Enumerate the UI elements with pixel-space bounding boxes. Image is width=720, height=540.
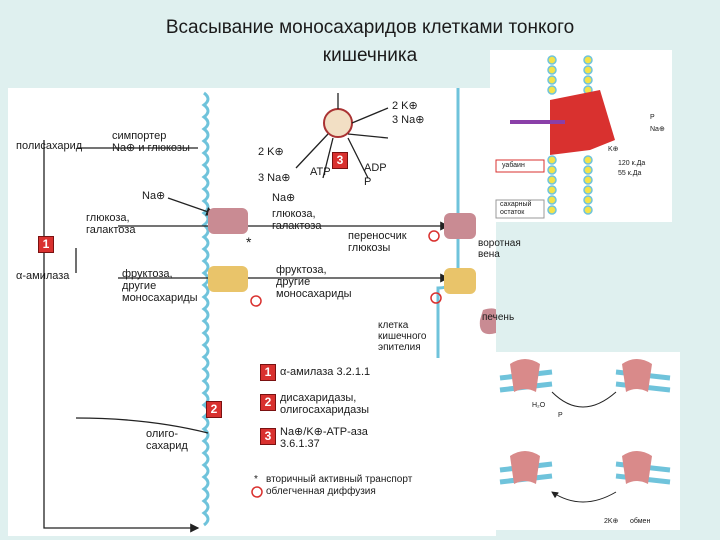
glucose-carrier: [444, 213, 476, 239]
legend-star-text: вторичный активный транспорт: [266, 474, 413, 485]
title-line-2: кишечника: [322, 45, 418, 66]
legend-circle-text: облегченная диффузия: [266, 486, 376, 497]
inset-top-na: Na⊕: [650, 126, 665, 133]
liver-shape: [479, 308, 496, 335]
symporter-carrier: [208, 208, 248, 234]
label-fructose-left: фруктоза, другие моносахариды: [122, 268, 198, 304]
legend-star-symbol: *: [254, 474, 258, 485]
brush-border: [201, 91, 210, 527]
inset-top-ubain: уабаин: [502, 162, 525, 169]
sugar-residue-box: [495, 199, 545, 219]
label-star: *: [246, 234, 252, 250]
inset-bottom-p: P: [558, 412, 563, 419]
legend-box-3: 3: [260, 428, 276, 445]
inset-top-k: K⊕: [608, 146, 619, 153]
legend-text-1: α-амилаза 3.2.1.1: [280, 366, 371, 378]
inset-bottom-k2: 2K⊕: [604, 518, 619, 525]
box-3: 3: [332, 152, 348, 169]
diffusion-circle-3: [430, 292, 442, 304]
inset-top-kda120: 120 к.Да: [618, 160, 646, 167]
legend-text-3: Na⊕/K⊕-АТР-аза 3.6.1.37: [280, 426, 368, 450]
box-1: 1: [38, 236, 54, 253]
ubain-box: [495, 159, 545, 173]
label-na-right: Na⊕: [272, 192, 296, 204]
label-na-left: Na⊕: [142, 190, 166, 202]
legend-box-2: 2: [260, 394, 276, 411]
inset-top-graphics: [495, 55, 615, 219]
inhibitor-bar: [510, 120, 565, 124]
label-portal-vein: воротная вена: [478, 238, 521, 260]
fructose-carrier-apical: [208, 266, 248, 292]
label-adp: ADP: [364, 162, 387, 174]
legend-text-2: дисахаридазы, олигосахаридазы: [280, 392, 370, 416]
inset-top-kda55: 55 к.Да: [618, 170, 642, 177]
label-polysaccharide: полисахарид: [16, 140, 83, 152]
label-liver: печень: [482, 312, 515, 323]
title-line-1: Всасывание моносахаридов клетками тонког…: [165, 17, 575, 38]
slide-title: Всасывание моносахаридов клетками тонког…: [60, 14, 680, 70]
diffusion-circle-1: [428, 230, 440, 242]
label-glucose-carrier: переносчик глюкозы: [348, 230, 407, 254]
label-na3-mid: 3 Na⊕: [258, 172, 291, 184]
legend-box-1: 1: [260, 364, 276, 381]
label-oligosaccharide: олиго- сахарид: [146, 428, 188, 452]
label-alpha-amylase: α-амилаза: [16, 270, 70, 282]
inset-top-p: P: [650, 114, 655, 121]
inset-top-sugar-residue: сахарный остаток: [500, 201, 532, 216]
label-k2-top: 2 K⊕: [392, 100, 418, 112]
diagram-graphics: [43, 88, 496, 533]
inset-bottom-exchange: обмен: [630, 518, 651, 525]
inset-top: K⊕ Na⊕ P 120 к.Да 55 к.Да уабаин сахарны…: [490, 50, 672, 222]
label-symporter: симпортер Na⊕ и глюкозы: [112, 130, 190, 154]
box-2: 2: [206, 401, 222, 418]
label-p: P: [364, 176, 372, 188]
label-na3-top: 3 Na⊕: [392, 114, 425, 126]
label-k2-mid: 2 K⊕: [258, 146, 284, 158]
label-cell: клетка кишечного эпителия: [378, 320, 427, 353]
inset-bottom-graphics: [499, 359, 671, 503]
inset-bottom-h2o: H₂O: [532, 402, 546, 409]
label-fructose-right: фруктоза, другие моносахариды: [276, 264, 352, 300]
inset-bottom: H₂O P 2K⊕ обмен: [492, 352, 680, 530]
fructose-carrier-basal: [444, 268, 476, 294]
label-glucose-galactose-right: глюкоза, галактоза: [272, 208, 322, 232]
legend-circle: [251, 486, 263, 498]
atpase-pump: [323, 108, 353, 138]
diffusion-circle-2: [250, 295, 262, 307]
label-glucose-galactose-left: глюкоза, галактоза: [86, 212, 136, 236]
main-diagram: полисахарид симпортер Na⊕ и глюкозы Na⊕ …: [8, 88, 521, 536]
label-atp: ATP: [310, 166, 331, 178]
atpase-protein: [550, 90, 615, 155]
